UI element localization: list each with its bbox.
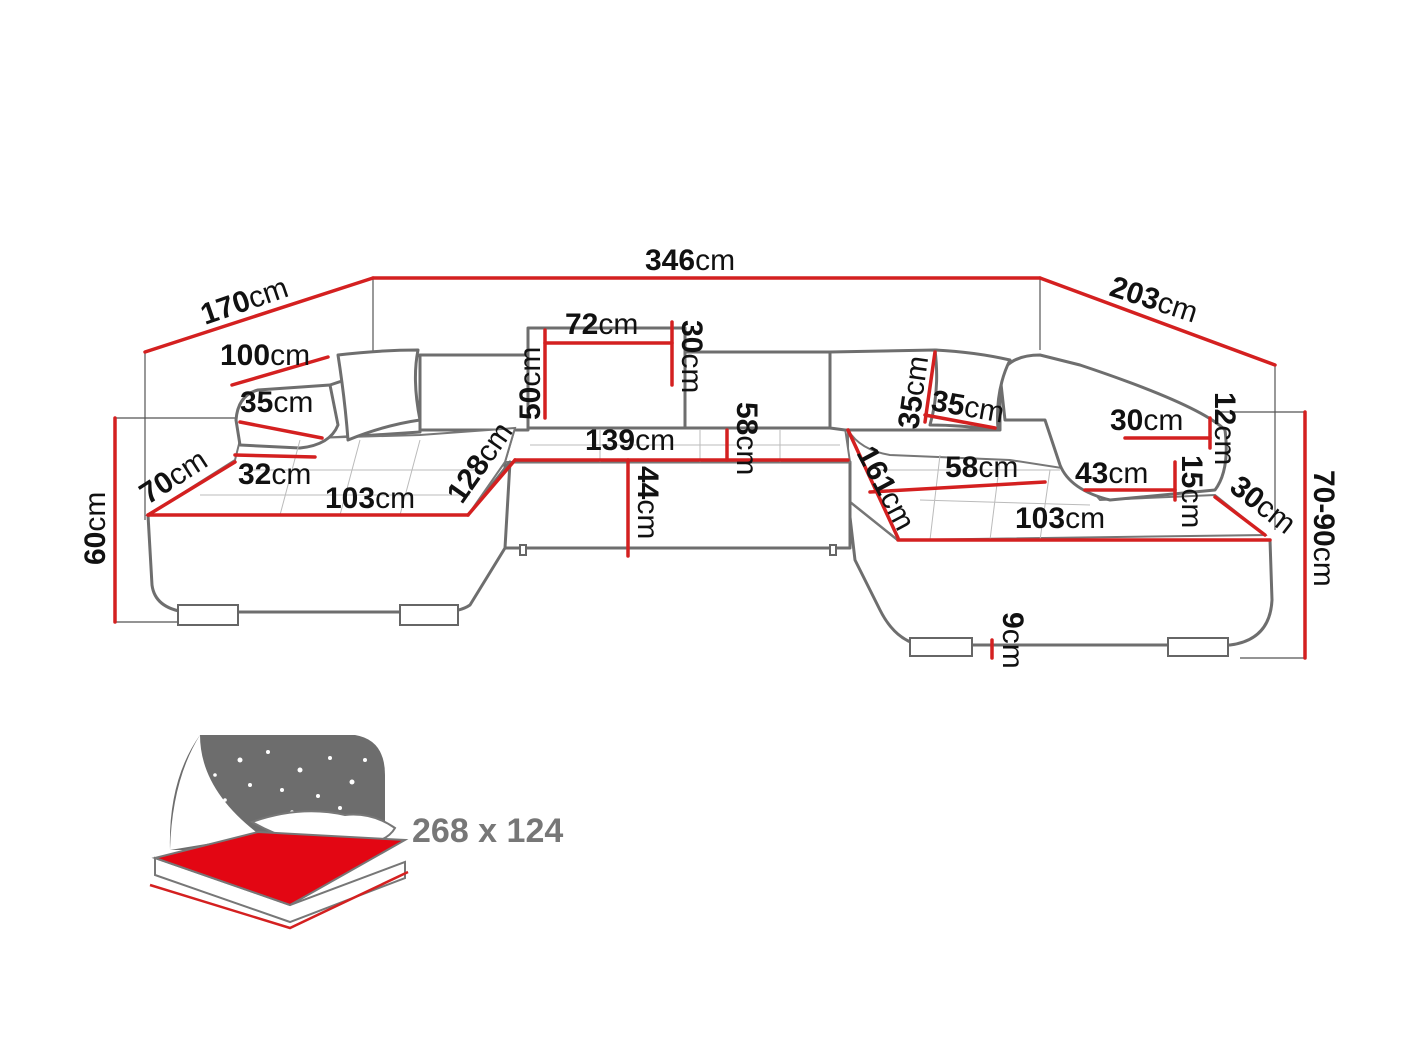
- guide-lines: [115, 278, 1305, 659]
- label-total-width: 346cm: [645, 244, 735, 277]
- label-right-back-width: 35cm: [929, 384, 1007, 429]
- right-pillow: [928, 348, 1012, 432]
- label-left-armrest-depth: 35cm: [240, 386, 313, 419]
- leg: [829, 544, 837, 556]
- measurement-lines: [113, 276, 1307, 660]
- label-middle-depth: 58cm: [730, 402, 763, 475]
- label-headrest-height: 30cm: [675, 320, 708, 393]
- label-left-top-width: 100cm: [220, 339, 310, 372]
- label-left-height: 60cm: [79, 492, 112, 565]
- label-seat-height: 44cm: [631, 466, 664, 539]
- stars-icon: [213, 750, 367, 822]
- label-left-arm-width: 32cm: [238, 458, 311, 491]
- leg: [909, 637, 973, 657]
- label-leg-height: 9cm: [996, 612, 1029, 669]
- sofa-outline: [144, 326, 1274, 657]
- middle-backrest-left: [418, 353, 530, 432]
- label-left-seat-length: 103cm: [325, 482, 415, 515]
- bed-size-label: 268 x 124: [412, 812, 563, 850]
- label-right-arm-low: 15cm: [1175, 455, 1208, 528]
- label-right-arm-width: 30cm: [1110, 404, 1183, 437]
- label-right-height: 70-90cm: [1307, 470, 1340, 587]
- moon-icon: [170, 735, 260, 850]
- left-pillow: [336, 348, 422, 442]
- leg: [399, 604, 459, 626]
- label-right-back-height: 35cm: [892, 354, 935, 431]
- bed-size-arrow: [149, 870, 409, 930]
- middle-base: [503, 460, 852, 550]
- right-chaise-base: [846, 498, 1274, 647]
- leg: [519, 544, 527, 556]
- label-left-depth: 170cm: [197, 271, 293, 332]
- label-right-arm-inner: 43cm: [1075, 457, 1148, 490]
- label-headrest-width: 72cm: [565, 308, 638, 341]
- leg: [1167, 637, 1229, 657]
- label-right-seat-depth: 58cm: [945, 451, 1018, 484]
- label-right-arm-height: 12cm: [1208, 392, 1241, 465]
- bed-function-icon: 268 x 124: [149, 735, 563, 930]
- right-headrest: [998, 353, 1228, 502]
- leg: [177, 604, 239, 626]
- seat-tufting: [200, 430, 1091, 541]
- label-back-height: 50cm: [514, 347, 547, 420]
- label-right-seat-length: 103cm: [1015, 502, 1105, 535]
- mattress-top: [151, 830, 409, 907]
- left-armrest: [234, 383, 340, 450]
- label-middle-width: 139cm: [585, 424, 675, 457]
